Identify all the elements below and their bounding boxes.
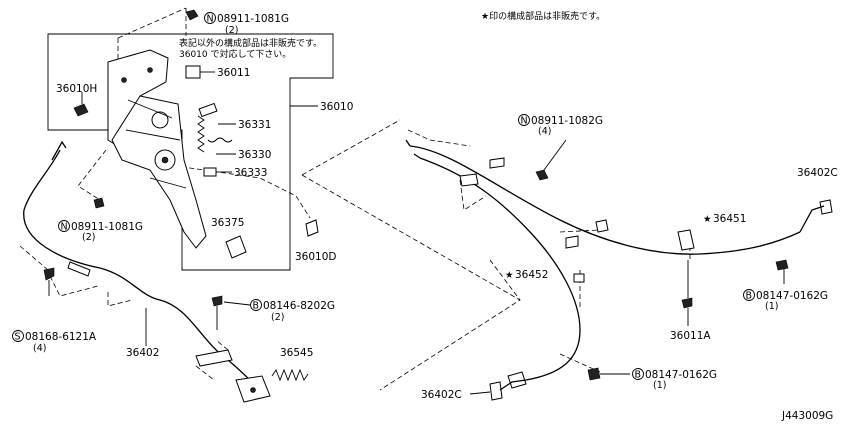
bolt-08147-0162G-bottom [587,367,601,381]
prefix-circle-B-bottom [632,368,644,380]
prefix-S: S [15,332,21,343]
star-36452: ★ [505,270,514,281]
label-08911-1081G-mid: 08911-1081G [71,221,143,233]
nut-08911-1082G [535,169,549,181]
bolt-08146-8202G [211,295,223,307]
qty-08147-0162G-bottom: (1) [653,380,666,391]
label-08147-0162G-bottom: 08147-0162G [645,369,717,381]
prefix-circle-B-8202G [250,299,262,311]
label-36330: 36330 [238,149,271,161]
spring-36331 [197,115,205,153]
label-08911-1082G: 08911-1082G [531,115,603,127]
pedal-assembly-box [47,33,334,271]
label-36010: 36010 [320,101,353,113]
prefix-circle-S [12,330,24,342]
pedal-assembly [107,49,207,249]
bolt-36010H [73,103,89,117]
pad-36333 [203,167,217,177]
pedal-pad-36375 [225,235,247,259]
qty-08168-6121A: (4) [33,343,46,354]
rear-cable-36452 [419,157,581,381]
prefix-N-1082G: N [521,116,528,127]
label-36402: 36402 [126,347,159,359]
label-36375: 36375 [211,217,244,229]
label-36010H: 36010H [56,83,97,95]
label-36011: 36011 [217,67,250,79]
nut-08911-1081G-top [185,9,199,21]
assembly-note-line2: 36010 で対応して下さい。 [179,48,291,60]
label-36402C-right: 36402C [797,167,838,179]
front-cable-dash-lines [19,245,229,381]
label-36331: 36331 [238,119,271,131]
qty-08911-1081G-top: (2) [225,25,238,36]
drawing-id: J443009G [781,410,833,422]
label-36452: 36452 [515,269,548,281]
spring-36545 [271,368,309,382]
label-08168-6121A: 08168-6121A [25,331,97,343]
prefix-B-8202G: B [253,301,260,312]
label-08911-1081G-top: 08911-1081G [217,13,289,25]
rear-cable-dash-lines [407,129,691,373]
label-08147-0162G-right: 08147-0162G [756,290,828,302]
spring-36330 [207,137,233,143]
prefix-N-top: N [207,14,214,25]
rear-cable-dash-outline [301,119,521,391]
rear-cable-36451 [409,145,801,255]
qty-08911-1082G: (4) [538,126,551,137]
prefix-circle-N-mid [58,220,70,232]
assembly-note-line1: 表記以外の構成部品は非販売です。 [179,37,322,49]
part-36402C-right [819,199,833,215]
label-36333: 36333 [234,167,267,179]
label-36011A: 36011A [670,330,711,342]
prefix-B-bottom: B [635,370,642,381]
clip-36011 [185,65,201,79]
qty-08911-1081G-mid: (2) [82,232,95,243]
prefix-circle-N-1082G [518,114,530,126]
prefix-B-right: B [746,291,753,302]
part-36010D [305,219,319,237]
qty-08147-0162G-right: (1) [765,301,778,312]
bolt-08147-0162G-right [775,259,789,271]
label-36451: 36451 [713,213,746,225]
bolt-36011A [681,297,693,309]
label-08146-8202G: 08146-8202G [263,300,335,312]
qty-08146-8202G: (2) [271,312,284,323]
prefix-N-mid: N [61,222,68,233]
bolt-08168-6121A [43,267,55,281]
star-36451: ★ [703,214,712,225]
label-36010D: 36010D [295,251,337,263]
part-36402C-bottom [489,381,503,401]
label-36545: 36545 [280,347,313,359]
label-36402C-bottom: 36402C [421,389,462,401]
prefix-circle-B-right [743,289,755,301]
non-sale-note: ★印の構成部品は非販売です。 [481,10,605,22]
nut-08911-1081G-mid [93,197,105,209]
prefix-circle-N-top [204,12,216,24]
